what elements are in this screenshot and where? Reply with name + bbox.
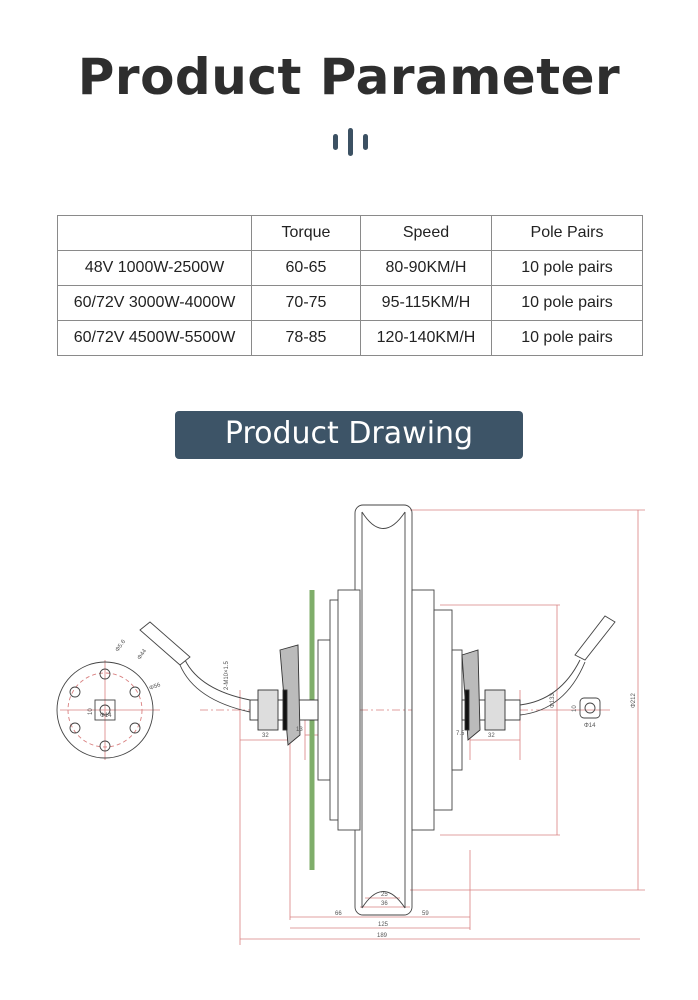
divider-bars-icon (331, 128, 371, 158)
header-cell: Torque (251, 215, 361, 251)
dim-label: Φ14 (100, 713, 112, 719)
dim-label: Φ133 (550, 693, 556, 708)
table-header-row: Torque Speed Pole Pairs (57, 215, 643, 251)
table-row: 60/72V 3000W-4000W 70-75 95-115KM/H 10 p… (57, 285, 643, 321)
dim-label: 10 (88, 708, 94, 715)
cell: 10 pole pairs (491, 320, 643, 356)
cell: 80-90KM/H (360, 250, 492, 286)
header-cell (57, 215, 252, 251)
page-title: Product Parameter (77, 48, 621, 106)
wheel-rim (354, 504, 413, 916)
dim-label: 2-M10×1.5 (224, 660, 230, 690)
cell: 10 pole pairs (491, 250, 643, 286)
section-banner: Product Drawing (175, 411, 523, 459)
motor-technical-drawing: 32 13 2-M10×1.5 Φ56 Φ44 Φ5.6 Φ14 10 7.5 … (56, 504, 645, 945)
header-cell: Speed (360, 215, 492, 251)
parameter-table: Torque Speed Pole Pairs 48V 1000W-2500W … (57, 215, 643, 356)
table-row: 48V 1000W-2500W 60-65 80-90KM/H 10 pole … (57, 250, 643, 286)
dim-label: 7.5 (456, 731, 465, 737)
dim-label: Φ14 (584, 723, 596, 729)
cell: 70-75 (251, 285, 361, 321)
cell: 95-115KM/H (360, 285, 492, 321)
dim-label: Φ56 (149, 682, 162, 692)
dim-label: 32 (262, 733, 269, 739)
dim-label: 36 (381, 901, 388, 907)
dim-label: 10 (572, 705, 578, 712)
dim-label: Φ212 (631, 693, 637, 708)
dim-label: Φ44 (137, 648, 149, 661)
dim-label: 66 (335, 911, 342, 917)
axle-assembly (249, 644, 521, 746)
dim-label: 25 (381, 892, 388, 898)
cell: 60/72V 3000W-4000W (57, 285, 252, 321)
dim-label: 189 (377, 933, 388, 939)
cell: 60-65 (251, 250, 361, 286)
dim-label: Φ5.6 (115, 638, 128, 653)
cables (139, 615, 616, 716)
dim-label: 125 (378, 922, 389, 928)
table-row: 60/72V 4500W-5500W 78-85 120-140KM/H 10 … (57, 320, 643, 356)
dim-label: 13 (296, 727, 303, 733)
cell: 120-140KM/H (360, 320, 492, 356)
hub-motor-body (317, 589, 463, 831)
dim-label: 32 (488, 733, 495, 739)
cell: 10 pole pairs (491, 285, 643, 321)
cell: 78-85 (251, 320, 361, 356)
header-cell: Pole Pairs (491, 215, 643, 251)
cell: 48V 1000W-2500W (57, 250, 252, 286)
flange-end-view (56, 661, 601, 759)
dim-label: 59 (422, 911, 429, 917)
dimension-labels: 32 13 2-M10×1.5 Φ56 Φ44 Φ5.6 Φ14 10 7.5 … (88, 638, 637, 939)
cell: 60/72V 4500W-5500W (57, 320, 252, 356)
